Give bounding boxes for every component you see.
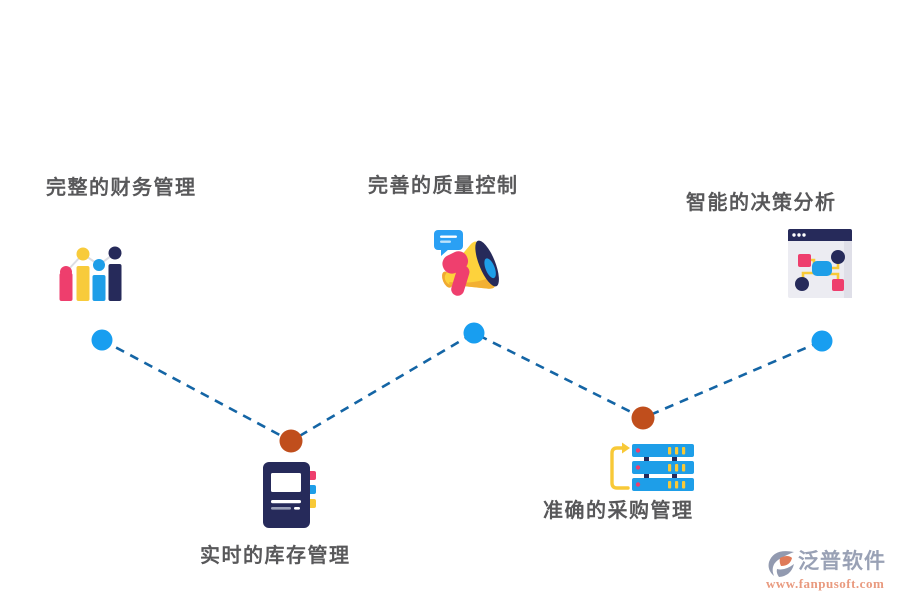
watermark: 泛普软件 www.fanpusoft.com	[766, 547, 900, 592]
feature-label-quality: 完善的质量控制	[368, 175, 519, 197]
sync-arrow	[610, 442, 630, 490]
server-slots	[668, 447, 686, 489]
server-sync-icon	[610, 442, 694, 491]
watermark-url: www.fanpusoft.com	[766, 576, 885, 591]
timeline-dashed-line	[101, 331, 823, 443]
megaphone-icon	[434, 230, 499, 296]
timeline-node	[91, 329, 113, 351]
timeline-node	[463, 322, 485, 344]
timeline-node	[279, 429, 303, 453]
flowchart-window-icon	[788, 229, 852, 298]
fanpu-logo-icon	[768, 551, 794, 577]
notebook-icon	[263, 462, 316, 528]
timeline-node	[631, 406, 655, 430]
feature-label-procurement: 准确的采购管理	[543, 500, 694, 522]
feature-label-decision: 智能的决策分析	[686, 192, 837, 214]
feature-label-finance: 完整的财务管理	[46, 177, 197, 199]
feature-label-inventory: 实时的库存管理	[200, 545, 351, 567]
speech-bubble	[434, 230, 463, 256]
watermark-brand: 泛普软件	[798, 550, 886, 573]
server-rows	[632, 444, 694, 491]
bar-chart-icon	[59, 246, 122, 301]
timeline-node	[811, 330, 833, 352]
